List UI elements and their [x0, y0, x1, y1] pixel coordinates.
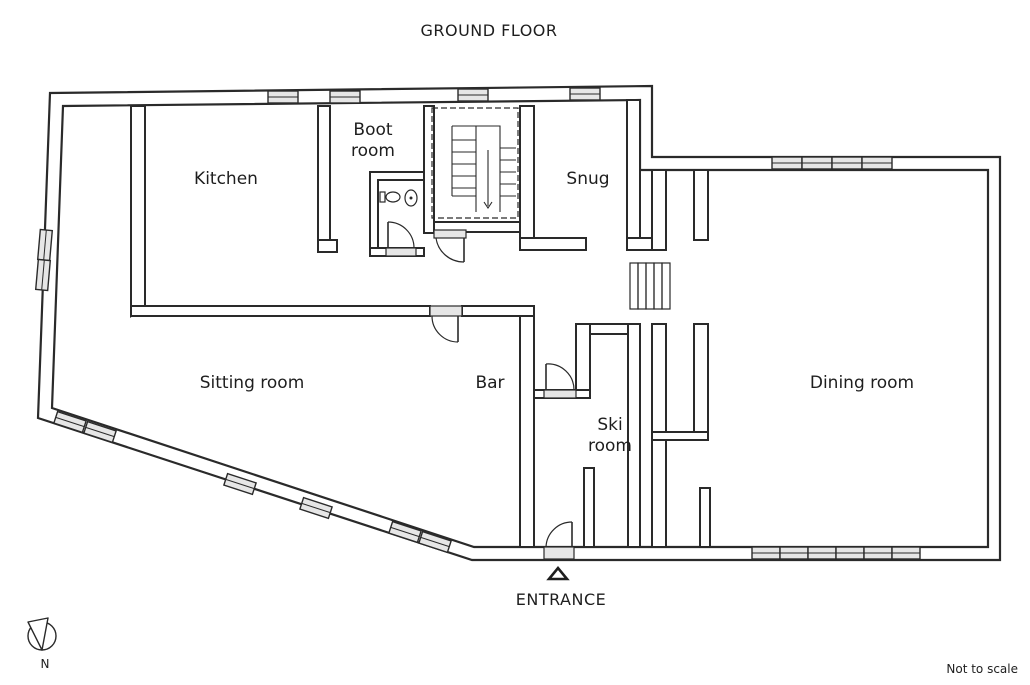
scale-note: Not to scale	[946, 662, 1018, 676]
window	[34, 258, 52, 292]
wc-fixtures	[379, 189, 418, 207]
label-snug: Snug	[566, 169, 609, 189]
window	[835, 546, 865, 560]
window	[863, 546, 893, 560]
label-dining-room: Dining room	[810, 373, 914, 393]
doors	[385, 221, 577, 560]
window	[801, 156, 833, 170]
toilet-icon	[379, 191, 401, 203]
window	[831, 156, 863, 170]
window	[329, 90, 361, 104]
window	[267, 90, 299, 104]
window	[457, 88, 489, 102]
window	[82, 420, 118, 444]
entrance-triangle-icon	[546, 565, 570, 581]
door	[385, 221, 417, 257]
staircase	[431, 107, 519, 219]
label-bar: Bar	[475, 373, 504, 393]
window	[417, 530, 453, 554]
label-boot-room-line2: room	[351, 141, 395, 161]
north-compass-icon: N	[27, 617, 57, 671]
label-ski-room-line1: Ski	[597, 415, 622, 435]
steps	[629, 262, 671, 310]
interior-walls	[130, 99, 711, 548]
window	[751, 546, 781, 560]
window	[298, 496, 334, 520]
sink-icon	[404, 189, 418, 207]
label-kitchen: Kitchen	[194, 169, 258, 189]
windows	[34, 87, 921, 560]
entrance-label: ENTRANCE	[516, 590, 607, 609]
window	[222, 472, 258, 496]
plan-title: GROUND FLOOR	[420, 21, 557, 40]
compass-letter: N	[41, 657, 50, 671]
door	[429, 305, 463, 343]
window	[807, 546, 837, 560]
window	[861, 156, 893, 170]
window	[779, 546, 809, 560]
window	[387, 520, 423, 544]
window	[771, 156, 803, 170]
entrance-door	[543, 521, 575, 560]
label-ski-room-line2: room	[588, 436, 632, 456]
room-labels: Kitchen Boot room Snug Sitting room Bar …	[194, 120, 914, 456]
window	[36, 228, 54, 262]
window	[891, 546, 921, 560]
entrance-marker: ENTRANCE	[516, 565, 607, 609]
label-sitting-room: Sitting room	[200, 373, 305, 393]
label-boot-room-line1: Boot	[353, 120, 392, 140]
door	[543, 363, 577, 399]
door	[433, 229, 467, 263]
window	[52, 410, 88, 434]
window	[569, 87, 601, 101]
